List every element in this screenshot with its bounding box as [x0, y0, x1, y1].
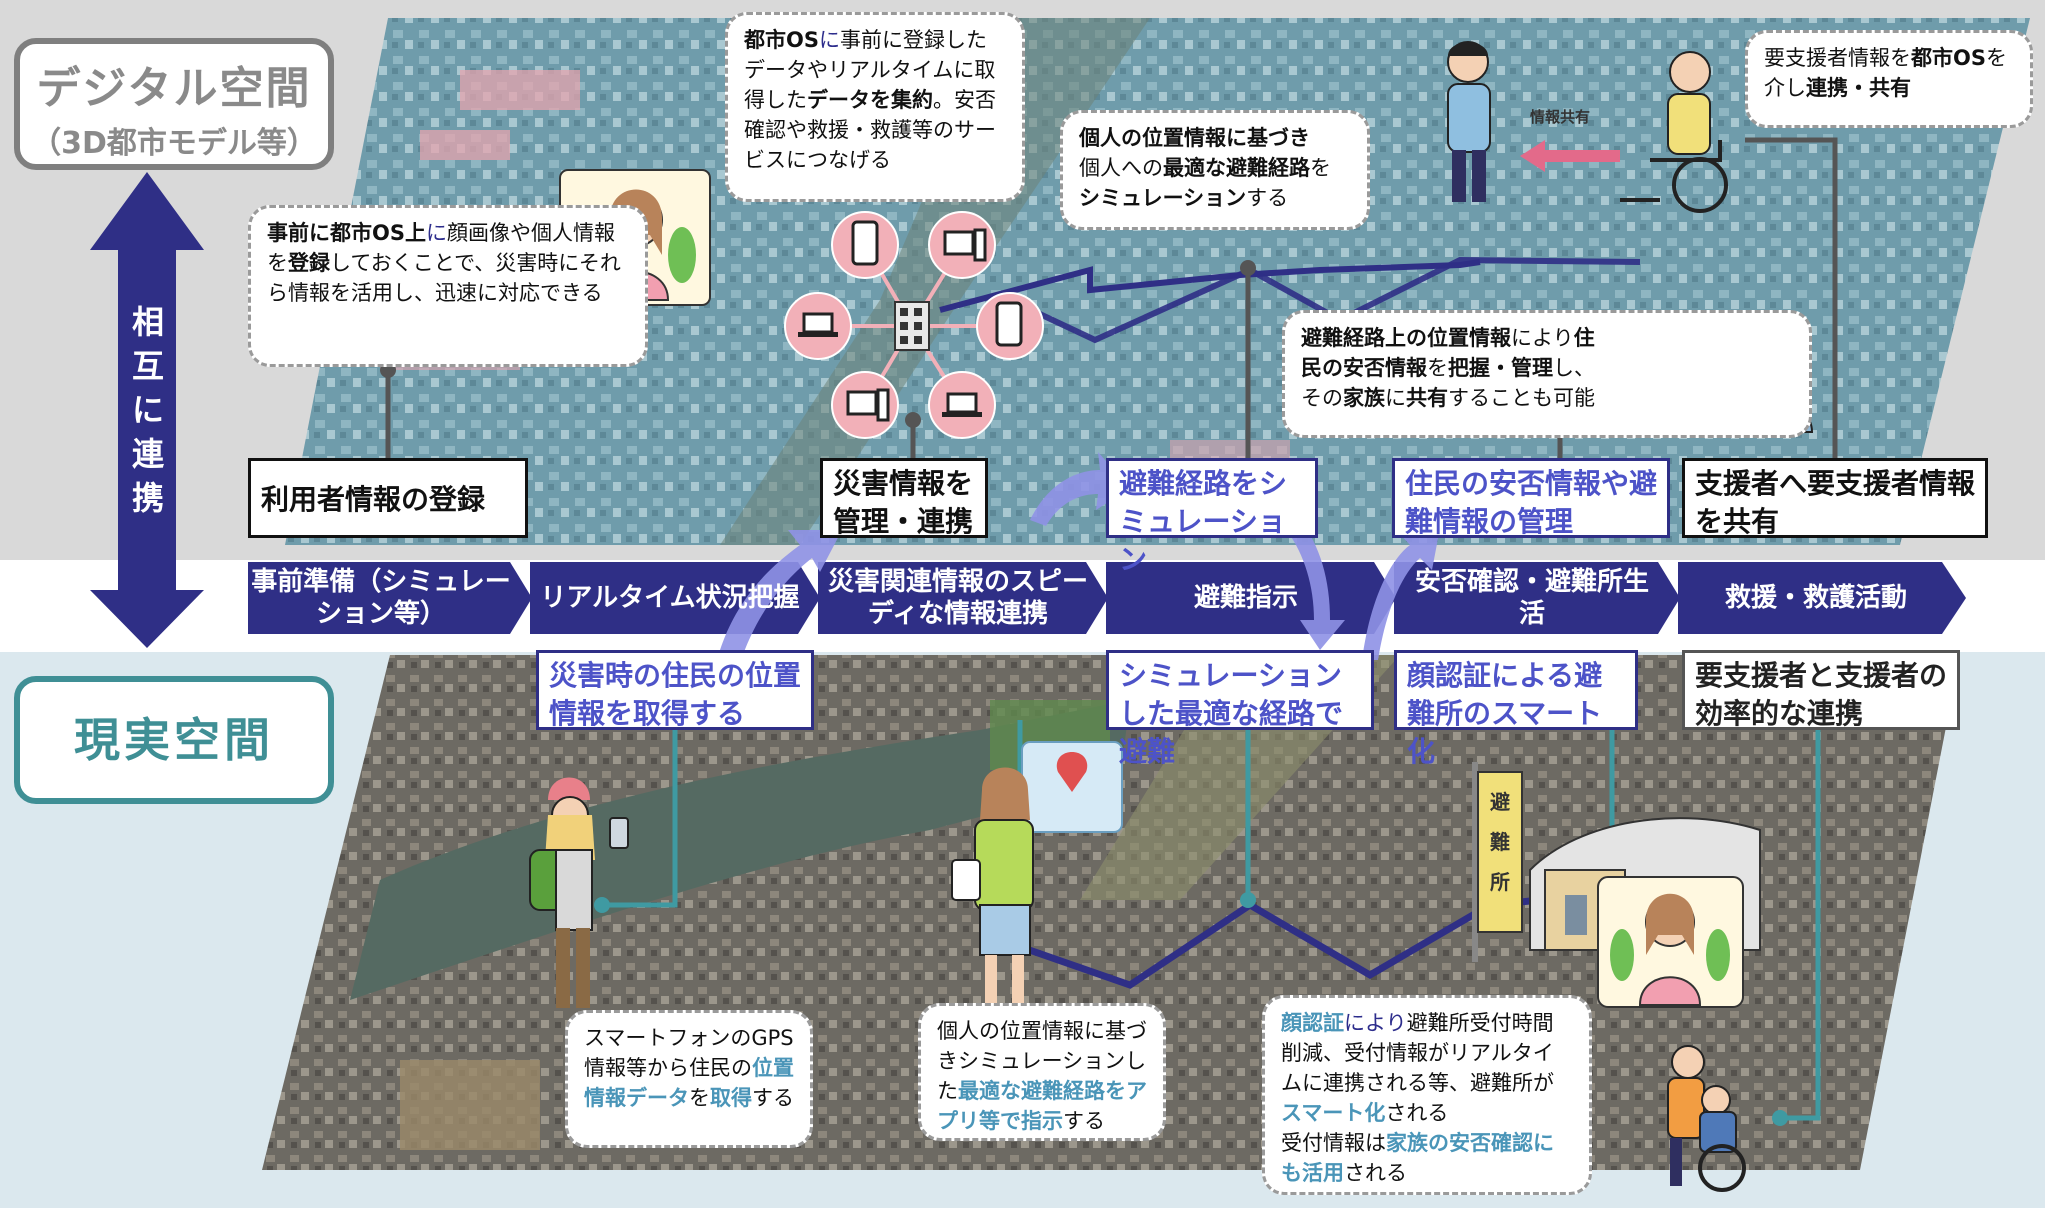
process-step-realtime: リアルタイム状況把握 — [540, 583, 800, 613]
digital-box-registration: 利用者情報の登録 — [248, 458, 528, 538]
smartphone-icon — [995, 301, 1023, 347]
city-os-network — [784, 211, 1044, 439]
process-step-evacuation-order: 避難指示 — [1193, 583, 1298, 613]
info-share-label: 情報共有 — [1530, 108, 1591, 126]
person-icon — [951, 767, 1034, 1005]
person-icon — [529, 777, 629, 1008]
digital-space-subtitle: （3D都市モデル等） — [31, 126, 317, 161]
real-box-location-acquisition: 災害時の住民の位置情報を取得する — [536, 650, 814, 730]
person-portrait-icon — [1597, 876, 1744, 1008]
laptop-icon — [798, 312, 838, 337]
person-icon — [1447, 41, 1491, 202]
mutual-link-char: 連 — [131, 435, 164, 473]
bubble-face-recognition: 顔認証により避難所受付時間削減、受付情報がリアルタイムに連携される等、避難所がス… — [1262, 995, 1592, 1195]
wheelchair-icon — [1620, 51, 1728, 213]
digital-space-label: デジタル空間 （3D都市モデル等） — [14, 38, 334, 170]
process-step-preparation: 事前準備（シミュレーション等） — [251, 567, 511, 629]
wheelchair-icon — [1667, 1045, 1746, 1192]
digital-space-title: デジタル空間 — [36, 63, 312, 114]
mutual-link-char: 相 — [131, 303, 164, 341]
map-pin-icon — [1021, 741, 1123, 833]
smartphone-icon — [609, 817, 629, 849]
process-step-info-sharing: 災害関連情報のスピーディな情報連携 — [828, 567, 1089, 629]
smartphone-icon — [851, 220, 879, 266]
computer-icon — [943, 228, 987, 262]
double-arrow-icon — [90, 172, 204, 648]
mutual-link-label: 相 互 に 連 携 — [118, 300, 178, 520]
shelter-sign: 避 難 所 — [1490, 790, 1510, 894]
laptop-icon — [942, 392, 982, 417]
process-step-rescue: 救援・救護活動 — [1724, 583, 1907, 613]
digital-box-safety-management: 住民の安否情報や避難情報の管理 — [1392, 458, 1670, 538]
process-step-safety-shelter: 安否確認・避難所生活 — [1414, 567, 1649, 629]
mutual-link-char: 携 — [131, 479, 164, 517]
digital-box-route-simulation: 避難経路をシミュレーション — [1106, 458, 1318, 576]
digital-box-disaster-info: 災害情報を管理・連携 — [820, 458, 988, 538]
bubble-safety-info: 避難経路上の位置情報により住民の安否情報を把握・管理し、その家族に共有することも… — [1282, 310, 1812, 438]
bubble-gps: スマートフォンのGPS情報等から住民の位置情報データを取得する — [565, 1010, 813, 1148]
computer-icon — [846, 388, 890, 422]
bubble-city-os: 都市OSに事前に登録したデータやリアルタイムに取得したデータを集約。安否確認や救… — [725, 12, 1025, 202]
mutual-link-char: に — [131, 391, 164, 429]
bubble-support-share: 要支援者情報を都市OSを介し連携・共有 — [1745, 30, 2033, 128]
bubble-registration: 事前に都市OS上に顔画像や個人情報を登録しておくことで、災害時にそれら情報を活用… — [248, 205, 648, 367]
real-box-optimal-route: シミュレーションした最適な経路で避難 — [1106, 650, 1374, 768]
real-box-supporter-link: 要支援者と支援者の効率的な連携 — [1682, 650, 1960, 730]
real-space-label: 現実空間 — [14, 676, 334, 804]
bubble-app-route: 個人の位置情報に基づきシミュレーションした最適な避難経路をアプリ等で指示する — [918, 1003, 1166, 1141]
bubble-route-simulation: 個人の位置情報に基づき個人への最適な避難経路をシミュレーションする — [1060, 110, 1370, 230]
real-box-face-recognition: 顔認証による避難所のスマート化 — [1394, 650, 1638, 768]
mutual-link-char: 互 — [131, 347, 164, 385]
digital-box-share-to-supporters: 支援者へ要支援者情報を共有 — [1682, 458, 1988, 538]
